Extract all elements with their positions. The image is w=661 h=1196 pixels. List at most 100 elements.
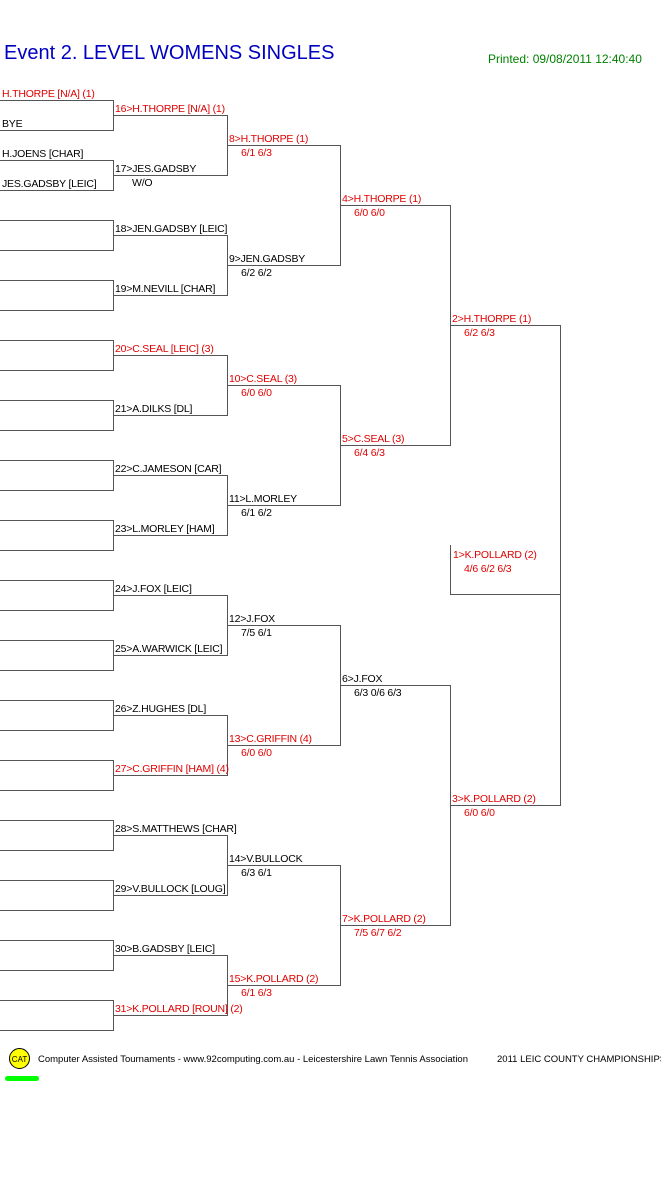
player-name: 31>K.POLLARD [ROUN] (2) [115,1003,243,1015]
bracket-line [0,730,113,731]
bracket-line [0,640,113,641]
bracket-line [0,280,113,281]
bracket-line [0,520,113,521]
bracket-line [0,850,113,851]
bracket-line [0,310,113,311]
player-name: 30>B.GADSBY [LEIC] [115,943,215,955]
player-name: JES.GADSBY [LEIC] [2,178,97,190]
player-name: 29>V.BULLOCK [LOUG] [115,883,226,895]
cat-logo: CAT [9,1048,30,1069]
bracket-line [0,190,113,191]
player-name: 26>Z.HUGHES [DL] [115,703,207,715]
player-name: 20>C.SEAL [LEIC] (3) [115,343,214,355]
bracket-line [0,100,113,101]
bracket-line [113,835,227,836]
bracket-line [0,910,113,911]
page-title: Event 2. LEVEL WOMENS SINGLES [4,42,335,64]
bracket-line [0,220,113,221]
player-name: 14>V.BULLOCK [229,853,303,865]
bracket-line [227,385,340,386]
player-name: 5>C.SEAL (3) [342,433,405,445]
bracket-line [340,445,450,446]
footer-credit: Computer Assisted Tournaments - www.92co… [38,1054,469,1065]
bracket-line [340,925,450,926]
player-name: 8>H.THORPE (1) [229,133,309,145]
match-score: 6/1 6/3 [241,147,272,159]
match-score: 6/0 6/0 [241,387,272,399]
match-score: 6/2 6/2 [241,267,272,279]
player-name: 16>H.THORPE [N/A] (1) [115,103,225,115]
bracket-line [0,340,113,341]
bracket-line [0,430,113,431]
player-name: 4>H.THORPE (1) [342,193,422,205]
player-name: 7>K.POLLARD (2) [342,913,426,925]
bracket-line [227,265,340,266]
bracket-line [0,130,113,131]
final-line [450,594,560,595]
player-name: 24>J.FOX [LEIC] [115,583,192,595]
bracket-line [227,145,340,146]
bracket-line [113,235,227,236]
bracket-line [113,955,227,956]
bracket-line [227,625,340,626]
match-score: 6/0 6/0 [241,747,272,759]
match-score: 7/5 6/7 6/2 [354,927,402,939]
player-name: 6>J.FOX [342,673,383,685]
player-name: 3>K.POLLARD (2) [452,793,536,805]
bracket-line [113,295,227,296]
bracket-line [0,610,113,611]
player-name: 23>L.MORLEY [HAM] [115,523,215,535]
printed-timestamp: Printed: 09/08/2011 12:40:40 [488,52,642,66]
bracket-line [113,415,227,416]
bracket-line [0,790,113,791]
match-score: 6/1 6/2 [241,507,272,519]
bracket-line [0,160,113,161]
bracket-line [113,895,227,896]
player-name: 15>K.POLLARD (2) [229,973,319,985]
bracket-line [0,760,113,761]
player-name: 18>JEN.GADSBY [LEIC] [115,223,228,235]
bracket-line [0,880,113,881]
player-name: 27>C.GRIFFIN [HAM] (4) [115,763,229,775]
footer-event: 2011 LEIC COUNTY CHAMPIONSHIPS [497,1054,661,1065]
bracket-line [113,775,227,776]
bracket-line [340,205,450,206]
bracket-line [113,595,227,596]
player-name: H.JOENS [CHAR] [2,148,84,160]
match-score: 6/4 6/3 [354,447,385,459]
player-name: 13>C.GRIFFIN (4) [229,733,312,745]
bracket-line [113,355,227,356]
bracket-line [0,670,113,671]
player-name: 28>S.MATTHEWS [CHAR] [115,823,237,835]
bracket-line [113,535,227,536]
player-name: 9>JEN.GADSBY [229,253,306,265]
bracket-line [227,505,340,506]
bracket-line [450,325,560,326]
bracket-line [0,1030,113,1031]
bracket-line [0,940,113,941]
bracket-line [0,580,113,581]
bracket-line [113,175,227,176]
player-name: 19>M.NEVILL [CHAR] [115,283,216,295]
player-name: BYE [2,118,23,130]
match-score: 6/0 6/0 [354,207,385,219]
player-name: 17>JES.GADSBY [115,163,197,175]
player-name: 10>C.SEAL (3) [229,373,297,385]
bracket-line [0,490,113,491]
match-score: 6/1 6/3 [241,987,272,999]
bracket-line [340,685,450,686]
player-name: H.THORPE [N/A] (1) [2,88,95,100]
champion-name: 1>K.POLLARD (2) [453,549,537,561]
bracket-line [227,745,340,746]
logo-underline [5,1076,39,1081]
bracket-line [0,1000,113,1001]
player-name: 12>J.FOX [229,613,275,625]
bracket-line [113,475,227,476]
player-name: 21>A.DILKS [DL] [115,403,193,415]
bracket-line [227,865,340,866]
bracket-line [113,655,227,656]
bracket-line [450,805,560,806]
bracket-line [0,370,113,371]
final-score: 4/6 6/2 6/3 [464,563,512,575]
bracket-line [0,460,113,461]
